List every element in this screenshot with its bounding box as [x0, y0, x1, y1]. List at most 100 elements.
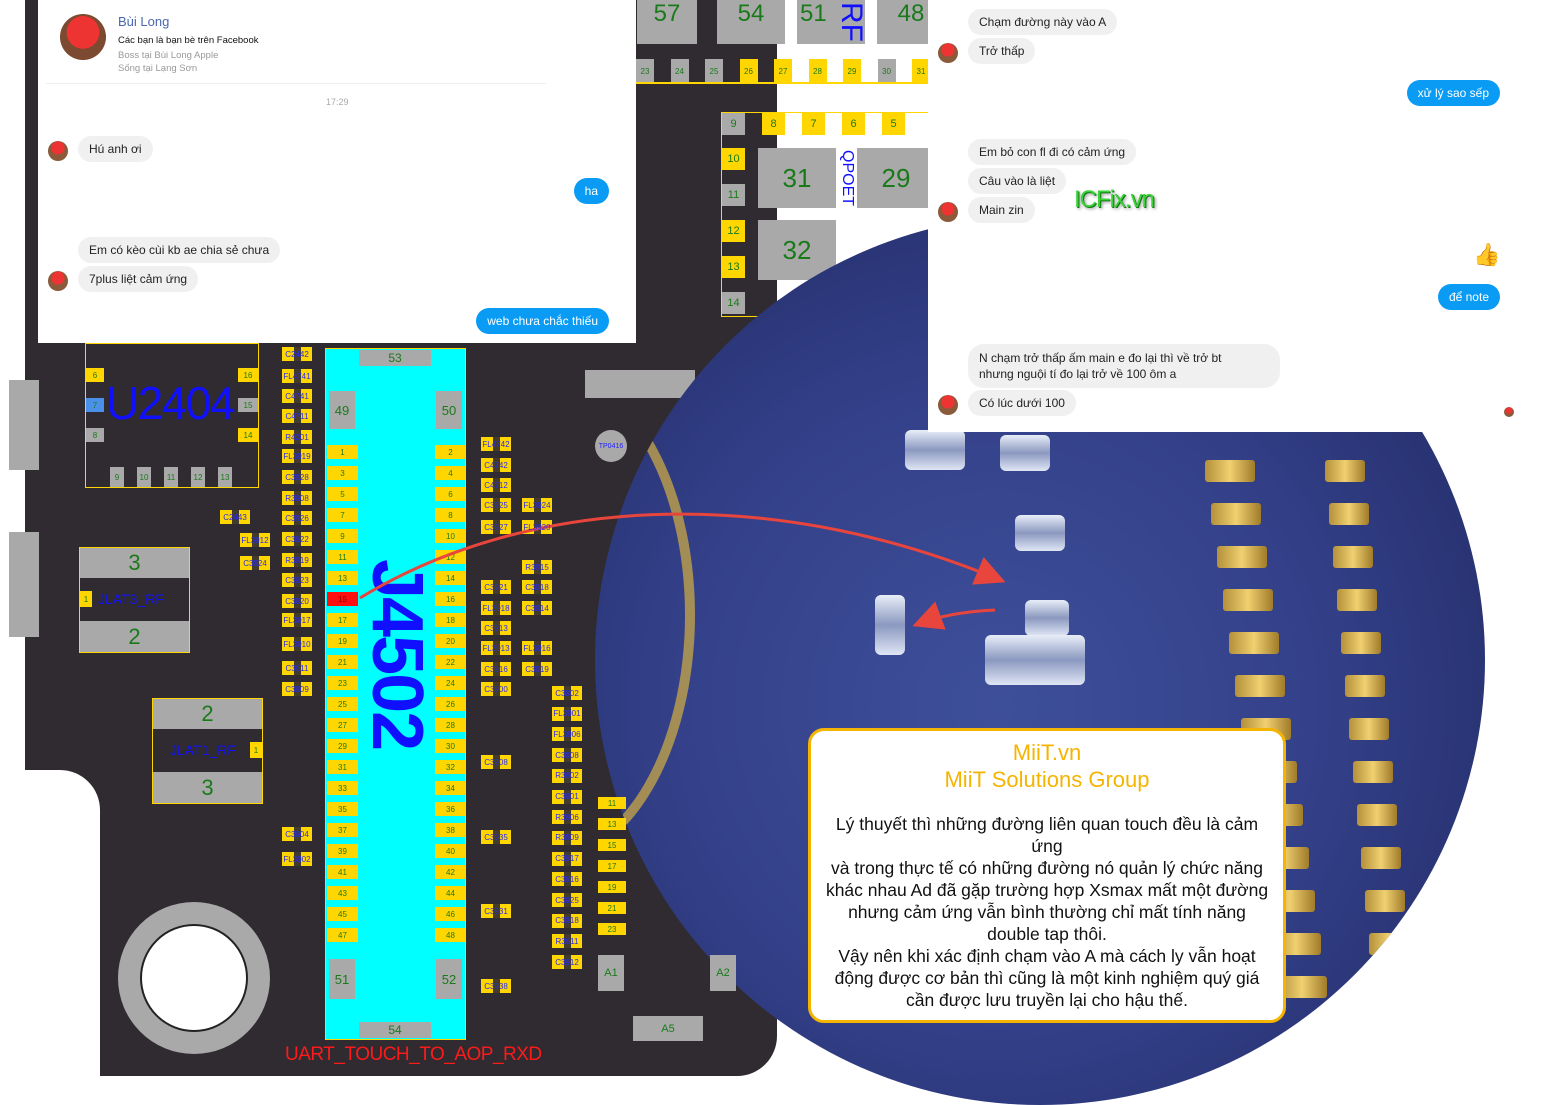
connector-pin: 42 [435, 865, 466, 879]
message: Chạm đường này vào A [968, 9, 1118, 35]
component-label: FL3912 [241, 535, 269, 545]
component: C3916 [552, 872, 582, 887]
connector-pin: 16 [435, 592, 466, 606]
component: FL3910 [282, 637, 312, 651]
component-label: C3902 [555, 688, 579, 698]
connector-pin: 3 [327, 466, 358, 480]
connector-pin: 45 [327, 907, 358, 921]
component-label: C3914 [525, 603, 549, 613]
component-label: C3909 [285, 684, 309, 694]
component: FL4741 [282, 369, 312, 383]
component: C3909 [282, 682, 312, 696]
u2404-pin: 12 [191, 467, 205, 487]
component: C3916 [481, 662, 511, 676]
component-pad [1000, 435, 1050, 471]
component: FL3902 [282, 852, 312, 866]
u2404-pin: 9 [110, 467, 124, 487]
component: FL3918 [481, 601, 511, 615]
component-label: FL4741 [283, 371, 311, 381]
pad-49: 49 [329, 391, 355, 429]
friend-status: Các bạn là bạn bè trên Facebook [118, 35, 259, 46]
pcb-pin: 19 [598, 881, 626, 893]
avatar [48, 141, 68, 161]
message: Có lúc dưới 100 [968, 390, 1076, 416]
connector-pin: 21 [327, 655, 358, 669]
message: N chạm trở thấp ấm main e đo lại thì về … [968, 344, 1280, 388]
connector-pin: 33 [327, 781, 358, 795]
component-label: C3923 [285, 575, 309, 585]
component: R3911 [552, 934, 582, 949]
component: C3927 [481, 520, 511, 534]
component-pad [985, 635, 1085, 685]
contact-name[interactable]: Bùi Long [118, 14, 170, 29]
component: C3918 [552, 913, 582, 928]
component-label: C3926 [285, 513, 309, 523]
pad-54: 54 [359, 1022, 431, 1038]
u2404-box [85, 343, 259, 488]
component-label: C3911 [285, 663, 309, 673]
connector-pin: 30 [435, 739, 466, 753]
component: C3925 [481, 498, 511, 512]
connector-pin: 46 [435, 907, 466, 921]
u2404-pin: 6 [86, 368, 104, 382]
component-label: C4742 [484, 460, 508, 470]
qpoet-pin: 14 [722, 292, 745, 314]
component-pad [1025, 600, 1069, 636]
component: FL3917 [282, 613, 312, 627]
pcb-pin: 13 [598, 818, 626, 830]
component: C3918 [522, 580, 552, 594]
gold-pad [1353, 761, 1393, 783]
connector-pin: 18 [435, 613, 466, 627]
edge-pad [9, 380, 39, 470]
component-label: C3917 [555, 854, 579, 864]
connector-pin: 36 [435, 802, 466, 816]
pad-52: 52 [436, 959, 462, 999]
connector-pin: 44 [435, 886, 466, 900]
component-label: C3924 [243, 558, 267, 568]
component: C3921 [481, 580, 511, 594]
edge-pad [9, 532, 39, 637]
pcb-pin: 28 [808, 59, 827, 83]
pcb-pin: 26 [739, 59, 758, 83]
pad-51: 51 [329, 959, 355, 999]
connector-pin: 10 [435, 529, 466, 543]
pcb-pin: 21 [598, 902, 626, 914]
connector-pin: 13 [327, 571, 358, 585]
component-label: C3900 [484, 684, 508, 694]
contact-avatar[interactable] [60, 14, 106, 60]
component: C3908 [481, 755, 511, 769]
connector-pin: 5 [327, 487, 358, 501]
mounting-hole [118, 902, 270, 1054]
pcb-pin: 29 [843, 59, 861, 83]
u2404-pin: 14 [238, 428, 258, 442]
jlat3-pad: 2 [80, 621, 189, 652]
component-label: R3902 [555, 771, 579, 781]
component-label: R3915 [525, 562, 549, 572]
outline [636, 82, 928, 84]
gold-pad [1337, 589, 1377, 611]
connector-pin: 2 [435, 445, 466, 459]
component: FL3919 [282, 449, 312, 463]
divider [46, 83, 546, 84]
connector-pin: 26 [435, 697, 466, 711]
pcb-pin: 31 [912, 59, 930, 83]
connector-pin: 8 [435, 508, 466, 522]
component-label: C3927 [484, 522, 508, 532]
arrow-to-a [359, 512, 1006, 600]
info-body: Lý thuyết thì những đường liên quan touc… [825, 814, 1269, 1010]
pcb-pad: A1 [598, 955, 624, 991]
avatar [938, 202, 958, 222]
avatar [938, 395, 958, 415]
info-subtitle: MiiT Solutions Group [944, 767, 1150, 792]
component: C3911 [282, 661, 312, 675]
jlat1-box [152, 698, 263, 804]
component-label: C3919 [525, 664, 549, 674]
component: FL3913 [481, 641, 511, 655]
component: C3928 [282, 470, 312, 484]
message: Em có kèo cùi kb ae chia sẻ chưa [78, 237, 281, 263]
component-label: FL3918 [482, 603, 510, 613]
avatar [938, 43, 958, 63]
component-label: C3928 [285, 472, 309, 482]
thumbs-up-icon: 👍 [1473, 242, 1501, 267]
message: để note [1437, 284, 1500, 310]
